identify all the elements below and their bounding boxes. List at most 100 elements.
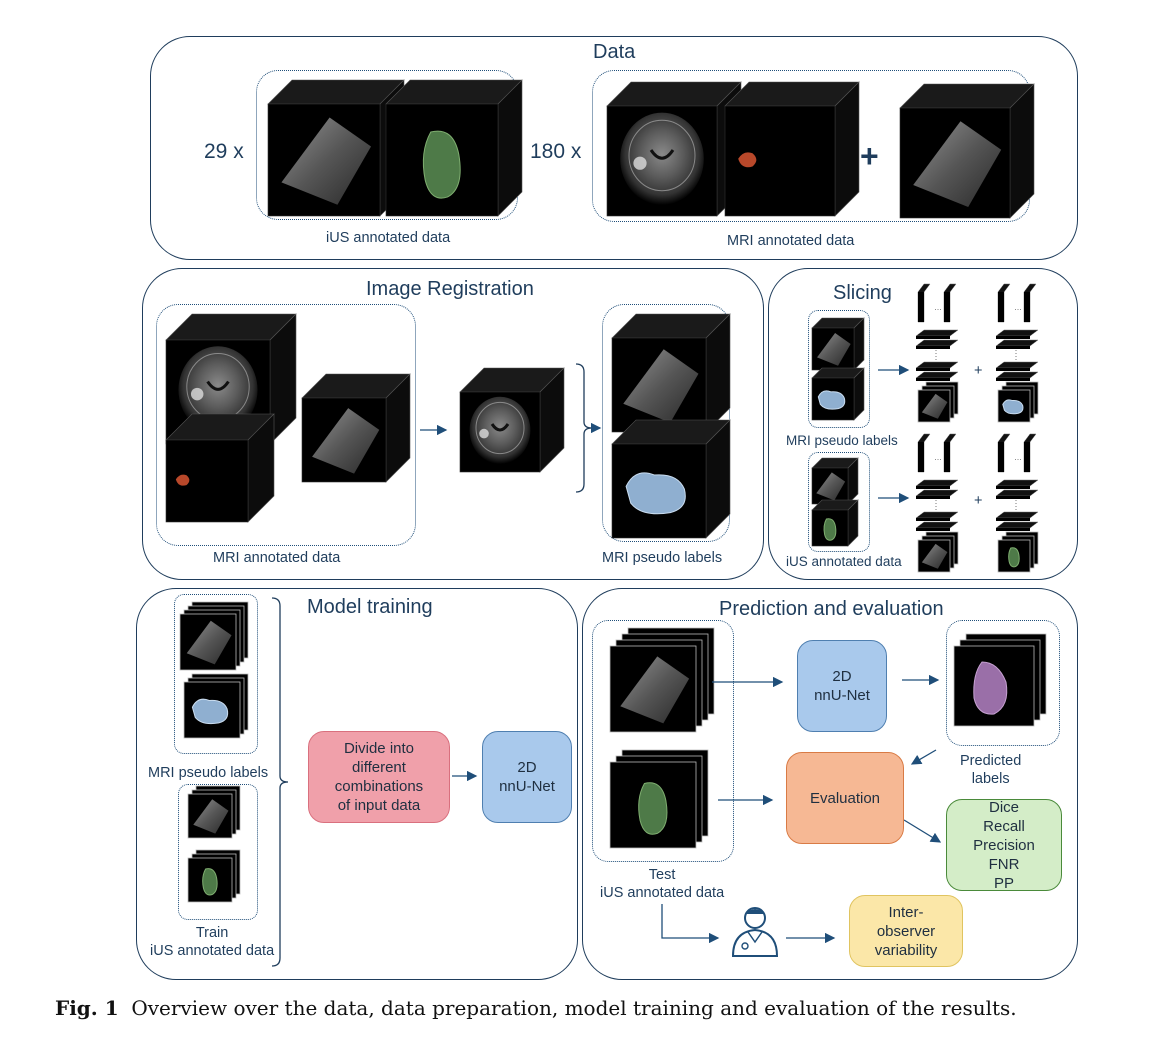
ultrasound-slice — [921, 393, 948, 419]
prediction-panel — [582, 588, 1078, 980]
train-ius-label-stack — [187, 849, 241, 903]
training-mri-group — [174, 594, 258, 754]
predicted-label — [973, 661, 1008, 715]
pseudo-label-volume — [611, 419, 731, 539]
ultrasound-slice — [816, 472, 846, 501]
svg-text:…: … — [934, 303, 942, 312]
tumor-label — [823, 518, 837, 541]
training-bracket — [271, 597, 289, 967]
predicted-stack — [953, 633, 1047, 727]
registration-panel — [142, 268, 764, 580]
pseudo-label — [191, 698, 229, 725]
registration-mri-group — [156, 304, 416, 546]
ius-count: 29 x — [204, 140, 244, 163]
slices-sagittal-2: … — [997, 283, 1037, 323]
test-data-group — [592, 620, 734, 862]
mri-volume — [606, 81, 742, 217]
ultrasound-slice — [913, 121, 1002, 207]
tumor-label — [422, 130, 461, 199]
pseudo-labels-label: MRI pseudo labels — [602, 550, 723, 566]
slicing-mri-group — [808, 310, 870, 428]
mri-data-label: MRI annotated data — [727, 233, 855, 249]
tumor-label — [638, 782, 668, 835]
svg-text:…: … — [934, 453, 942, 462]
arrow-icon — [910, 749, 937, 765]
divide-combinations-box: Divide into different combinations of in… — [308, 731, 450, 823]
registration-title: Image Registration — [366, 278, 534, 300]
training-title: Model training — [307, 596, 433, 618]
slice-mri-ius-volume — [811, 317, 865, 371]
pseudo-ius-volume — [611, 313, 731, 433]
ultrasound-slice — [623, 349, 699, 423]
slices-axial-2 — [995, 329, 1039, 381]
test-label-stack — [609, 749, 709, 849]
slices-axial-1 — [915, 329, 959, 381]
slicing-panel — [768, 268, 1078, 580]
ultrasound-slice — [193, 799, 229, 834]
slice-ius-label-volume — [811, 499, 859, 547]
ius-data-label: iUS annotated data — [326, 230, 451, 246]
pseudo-label — [817, 390, 846, 410]
slice-mri-label-volume — [811, 367, 865, 421]
predicted-labels-label: Predicted labels — [960, 753, 1022, 787]
training-panel — [136, 588, 578, 980]
registration-mri-label: MRI annotated data — [213, 550, 341, 566]
slicing-plus-1: + — [974, 363, 983, 379]
slices-sagittal-3: … — [917, 433, 957, 473]
prediction-title: Prediction and evaluation — [719, 598, 944, 620]
train-mri-label-stack — [183, 673, 249, 739]
train-ius-stack — [187, 785, 241, 839]
interobserver-box: Inter- observer variability — [849, 895, 963, 967]
data-title: Data — [593, 41, 636, 63]
data-panel — [150, 36, 1078, 260]
slicing-plus-2: + — [974, 493, 983, 509]
caption-prefix: Fig. 1 — [55, 996, 119, 1020]
pseudo-label — [625, 472, 686, 515]
slices-axial-3 — [915, 479, 959, 531]
svg-text:…: … — [1014, 303, 1022, 312]
mri-tumor-label — [175, 474, 190, 486]
slices-sagittal-4: … — [997, 433, 1037, 473]
ultrasound-slice — [281, 117, 372, 205]
prediction-nnunet-box: 2D nnU-Net — [797, 640, 887, 732]
pseudo-label — [1002, 399, 1024, 415]
plus-icon: + — [860, 138, 879, 174]
ultrasound-slice — [817, 333, 851, 366]
tumor-label — [1008, 547, 1020, 568]
slice-ius-volume — [811, 457, 859, 505]
training-nnunet-box: 2D nnU-Net — [482, 731, 572, 823]
test-data-label: Test iUS annotated data — [600, 867, 725, 901]
training-train-label: Train iUS annotated data — [150, 925, 275, 959]
train-mri-ius-stack — [179, 601, 249, 671]
ultrasound-slice — [921, 543, 948, 569]
slices-axial-4 — [995, 479, 1039, 531]
mri-count: 180 x — [530, 140, 582, 163]
figure-caption: Fig. 1 Overview over the data, data prep… — [55, 996, 1017, 1020]
reg-mri-label-volume — [165, 413, 275, 523]
training-ius-group — [178, 784, 258, 920]
caption-text: Overview over the data, data preparation… — [131, 996, 1017, 1020]
metrics-box: Dice Recall Precision FNR PP — [946, 799, 1062, 892]
slicing-mri-label: MRI pseudo labels — [786, 433, 898, 448]
slicing-ius-label: iUS annotated data — [786, 554, 902, 569]
slices-sagittal-1: … — [917, 283, 957, 323]
arrow-icon — [903, 819, 942, 843]
mri-ius-volume — [899, 83, 1035, 219]
training-mri-label: MRI pseudo labels — [148, 765, 269, 781]
slicing-ius-group — [808, 452, 870, 552]
ius-label-volume — [385, 79, 523, 217]
slices-coronal-3 — [917, 531, 959, 573]
ius-volume — [267, 79, 405, 217]
predicted-label-group — [946, 620, 1060, 746]
reg-ius-volume — [301, 373, 411, 483]
test-ius-stack — [609, 627, 715, 733]
tumor-label — [202, 868, 218, 896]
evaluation-box: Evaluation — [786, 752, 904, 844]
mri-label-volume — [724, 81, 860, 217]
slices-coronal-1 — [917, 381, 959, 423]
registered-volume — [459, 367, 565, 473]
ultrasound-slice — [186, 620, 232, 665]
doctor-icon — [731, 907, 779, 957]
arrow-icon — [661, 904, 720, 944]
